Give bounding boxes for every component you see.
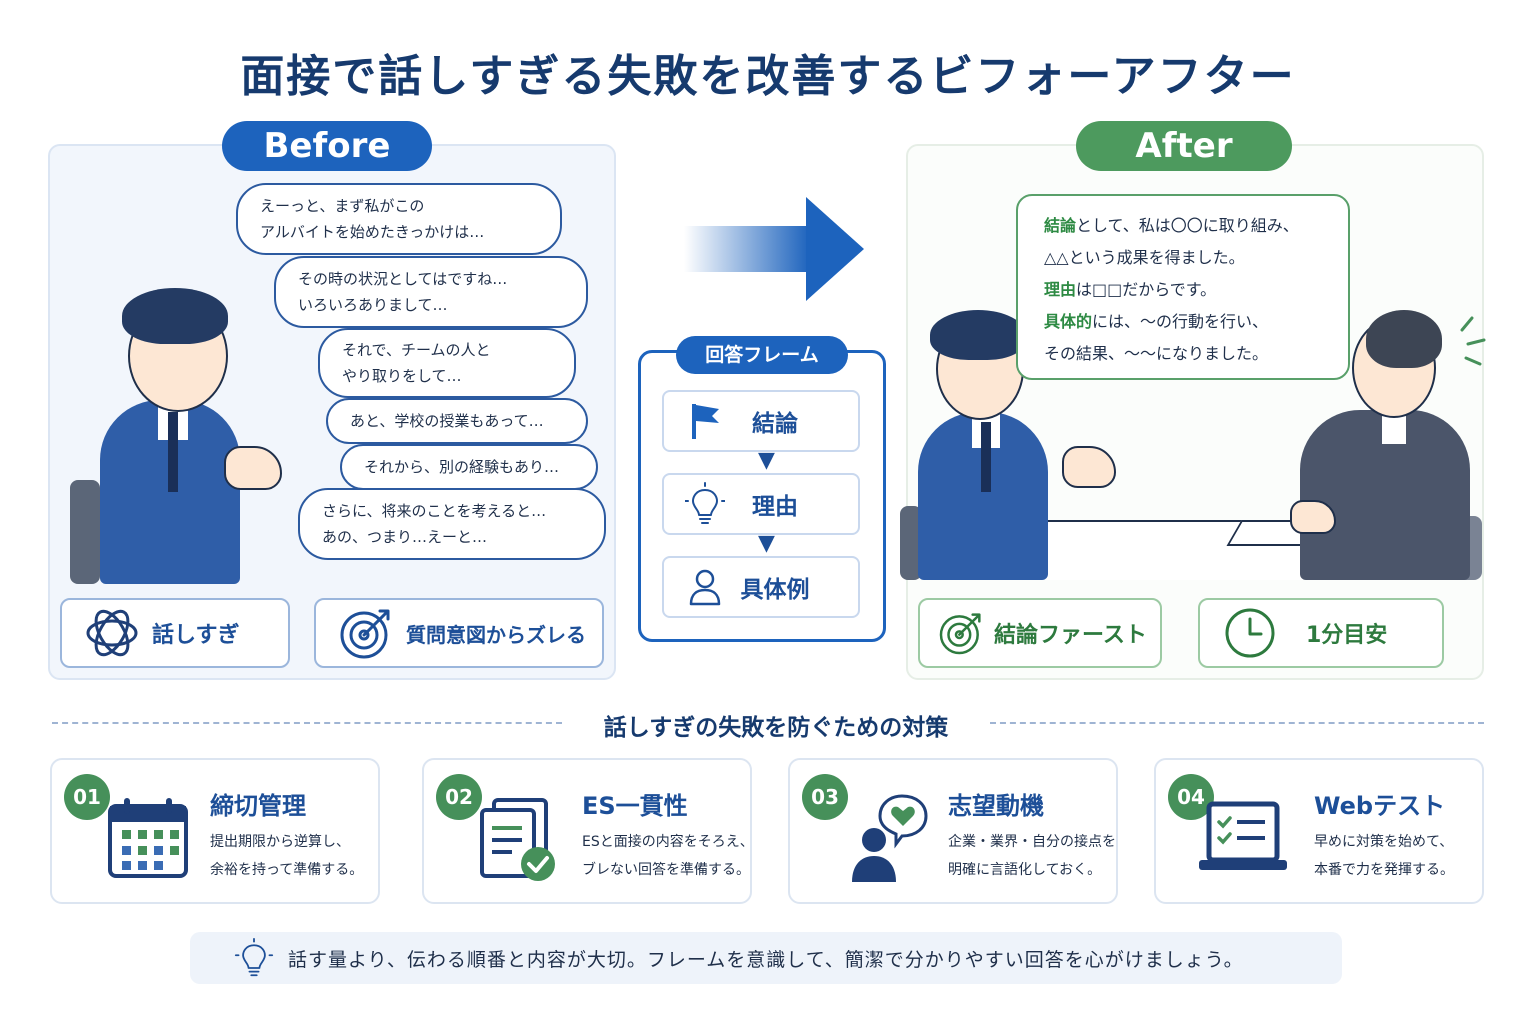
- divider-left: [52, 722, 562, 724]
- talk-too-much-tag: 話しすぎ: [60, 598, 290, 668]
- card-description: 企業・業界・自分の接点を明確に言語化しておく。: [948, 834, 1116, 878]
- before-bubble-6: さらに、将来のことを考えると…あの、つまり…えーと…: [298, 488, 606, 560]
- frame-step-label: 理由: [752, 494, 798, 520]
- calendar-icon: [108, 798, 188, 878]
- tip-bar: 話す量より、伝わる順番と内容が大切。フレームを意識して、簡潔で分かりやすい回答を…: [190, 932, 1342, 984]
- transition-arrow-tail: [684, 226, 810, 272]
- target-arrow-icon: [939, 613, 981, 655]
- tip-card-es-consistency: 02 ES一貫性 ESと面接の内容をそろえ、ブレない回答を準備する。: [422, 758, 754, 904]
- card-number: 03: [802, 774, 848, 820]
- card-number: 04: [1168, 774, 1214, 820]
- card-description: 早めに対策を始めて、本番で力を発揮する。: [1314, 834, 1454, 878]
- off-target-tag: 質問意図からズレる: [314, 598, 604, 668]
- laptop-checklist-icon: [1199, 801, 1287, 870]
- down-arrow-icon: ▼: [758, 448, 775, 473]
- tip-text: 話す量より、伝わる順番と内容が大切。フレームを意識して、簡潔で分かりやすい回答を…: [288, 948, 1244, 971]
- clock-icon: [1225, 608, 1275, 658]
- card-title: 締切管理: [210, 792, 306, 820]
- before-bubble-5: それから、別の経験もあり…: [340, 444, 598, 490]
- lightbulb-icon: [685, 482, 725, 524]
- document-check-icon: [480, 798, 555, 881]
- target-arrow-icon: [340, 609, 390, 659]
- card-number: 02: [436, 774, 482, 820]
- card-number: 01: [64, 774, 110, 820]
- frame-step-label: 具体例: [740, 577, 810, 603]
- before-bubble-2: その時の状況としてはですね…いろいろありまして…: [274, 256, 588, 328]
- emphasis-lines-icon: [1460, 316, 1486, 366]
- after-label: After: [1076, 121, 1292, 171]
- lightbulb-icon: [234, 938, 274, 977]
- page-title: 面接で話しすぎる失敗を改善するビフォーアフター: [240, 51, 1296, 102]
- frame-step-example: 具体例: [662, 556, 860, 618]
- person-heart-icon: [852, 794, 928, 882]
- tip-card-motivation: 03 志望動機 企業・業界・自分の接点を明確に言語化しておく。: [788, 758, 1118, 904]
- frame-step-conclusion: 結論: [662, 390, 860, 452]
- before-bubble-1: えーっと、まず私がこのアルバイトを始めたきっかけは…: [236, 183, 562, 255]
- before-bubble-4: あと、学校の授業もあって…: [326, 398, 588, 444]
- card-description: ESと面接の内容をそろえ、ブレない回答を準備する。: [582, 834, 754, 878]
- before-bubble-3: それで、チームの人とやり取りをして…: [318, 328, 576, 398]
- flag-icon: [692, 404, 719, 439]
- tangle-icon: [86, 609, 138, 657]
- answer-frame-title: 回答フレーム: [676, 336, 848, 374]
- card-description: 提出期限から逆算し、余裕を持って準備する。: [210, 834, 364, 878]
- card-title: 志望動機: [948, 792, 1044, 820]
- card-title: Webテスト: [1314, 792, 1446, 820]
- tip-card-webtest: 04 Webテスト 早めに対策を始めて、本番で力を発揮する。: [1154, 758, 1484, 904]
- after-speech-bubble: 結論として、私は〇〇に取り組み、 △△という成果を得ました。 理由は□□だからで…: [1016, 194, 1350, 380]
- transition-arrow-icon: [806, 197, 864, 301]
- tip-card-deadline: 01 締切管理 提出期限から逆算し、余裕を持って準備する。: [50, 758, 380, 904]
- frame-step-reason: 理由: [662, 473, 860, 535]
- conclusion-first-tag: 結論ファースト: [918, 598, 1162, 668]
- before-label: Before: [222, 121, 432, 171]
- person-icon: [689, 569, 721, 606]
- one-minute-tag: 1分目安: [1198, 598, 1444, 668]
- card-title: ES一貫性: [582, 792, 688, 820]
- section-title: 話しすぎの失敗を防ぐための対策: [603, 715, 949, 741]
- down-arrow-icon: ▼: [758, 531, 775, 556]
- divider-right: [990, 722, 1484, 724]
- frame-step-label: 結論: [752, 411, 798, 437]
